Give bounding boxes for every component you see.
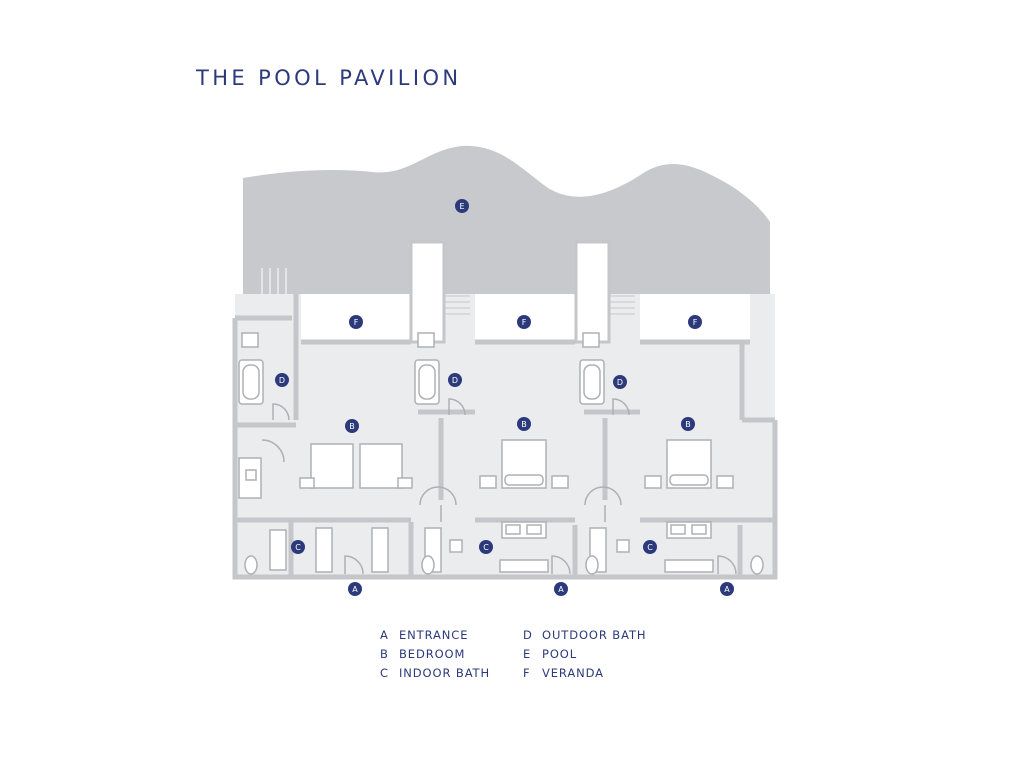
page-title: THE POOL PAVILION (196, 66, 462, 90)
svg-text:E: E (459, 202, 464, 211)
legend-letter: F (523, 666, 531, 680)
svg-text:F: F (693, 318, 698, 327)
svg-text:D: D (617, 378, 623, 387)
marker-bedroom: B (517, 417, 531, 431)
legend-label: INDOOR BATH (399, 666, 491, 680)
svg-text:B: B (685, 420, 691, 429)
marker-veranda: F (688, 315, 702, 329)
svg-text:B: B (349, 422, 355, 431)
marker-outdoor-bath: D (448, 373, 462, 387)
door-swings (261, 398, 737, 575)
legend-label: ENTRANCE (399, 628, 469, 642)
legend-item: A ENTRANCE (380, 628, 523, 642)
room-markers: E F F F D D D B B B C C C A A A (275, 199, 734, 596)
legend-item: E POOL (523, 647, 683, 661)
legend: A ENTRANCE D OUTDOOR BATH B BEDROOM E PO… (380, 628, 683, 680)
svg-text:F: F (354, 318, 359, 327)
legend-item: F VERANDA (523, 666, 683, 680)
svg-text:F: F (522, 318, 527, 327)
legend-item: C INDOOR BATH (380, 666, 523, 680)
walls (232, 294, 778, 580)
outdoor-bathtubs (238, 332, 605, 405)
tower-steps (444, 289, 635, 315)
pool-steps (261, 268, 287, 294)
legend-label: BEDROOM (399, 647, 466, 661)
marker-bedroom: B (681, 417, 695, 431)
svg-text:C: C (483, 543, 489, 552)
marker-indoor-bath: C (479, 540, 493, 554)
svg-text:D: D (279, 376, 285, 385)
marker-veranda: F (349, 315, 363, 329)
marker-outdoor-bath: D (613, 375, 627, 389)
marker-entrance: A (720, 582, 734, 596)
legend-item: D OUTDOOR BATH (523, 628, 683, 642)
pool-area (243, 145, 770, 294)
marker-entrance: A (554, 582, 568, 596)
marker-indoor-bath: C (643, 540, 657, 554)
bath-fixtures (238, 457, 764, 575)
legend-letter: D (523, 628, 533, 642)
marker-bedroom: B (345, 419, 359, 433)
svg-text:B: B (521, 420, 527, 429)
marker-veranda: F (517, 315, 531, 329)
svg-text:D: D (452, 376, 458, 385)
legend-label: POOL (542, 647, 578, 661)
legend-label: OUTDOOR BATH (542, 628, 647, 642)
marker-pool: E (455, 199, 469, 213)
svg-text:C: C (295, 543, 301, 552)
svg-text:A: A (352, 585, 358, 594)
marker-entrance: A (348, 582, 362, 596)
svg-text:A: A (558, 585, 564, 594)
marker-outdoor-bath: D (275, 373, 289, 387)
legend-item: B BEDROOM (380, 647, 523, 661)
pool-steps-tower (574, 240, 611, 344)
marker-indoor-bath: C (291, 540, 305, 554)
svg-text:C: C (647, 543, 653, 552)
legend-letter: A (380, 628, 389, 642)
svg-text:A: A (724, 585, 730, 594)
pool-steps-tower (409, 240, 446, 344)
legend-letter: B (380, 647, 389, 661)
legend-letter: C (380, 666, 389, 680)
legend-label: VERANDA (542, 666, 604, 680)
legend-letter: E (523, 647, 532, 661)
beds (299, 439, 734, 489)
